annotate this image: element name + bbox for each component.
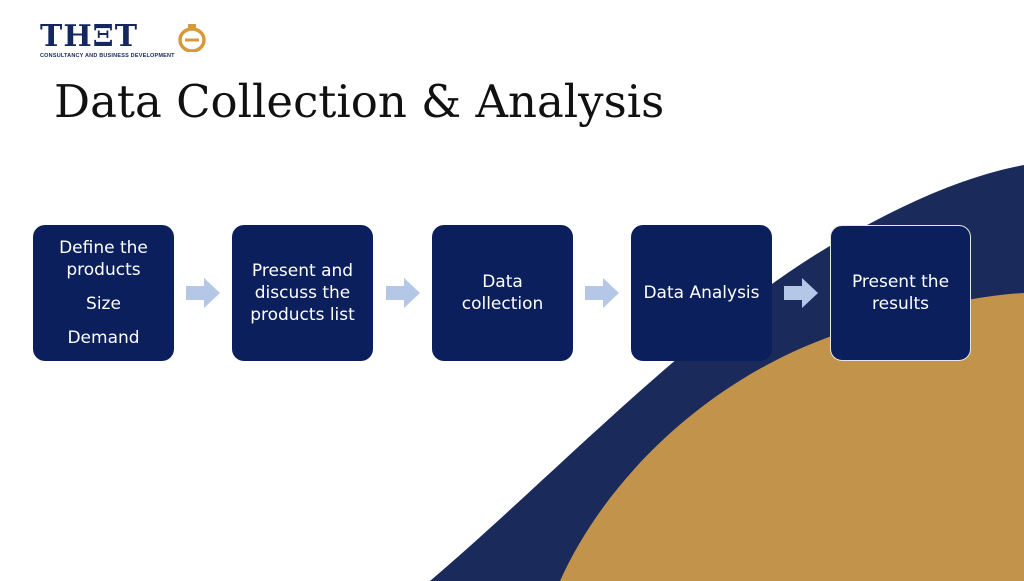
step-present-results: Present the results: [830, 225, 971, 361]
step-5-line-1: Present the results: [851, 272, 950, 314]
step-data-analysis: Data Analysis: [631, 225, 772, 361]
arrow-right-icon: [784, 278, 818, 308]
step-data-collection: Data collection: [432, 225, 573, 361]
arrow-right-icon: [386, 278, 420, 308]
arrow-right-icon: [186, 278, 220, 308]
company-logo: THΞT CONSULTANCY AND BUSINESS DEVELOPMEN…: [40, 20, 220, 65]
step-present-discuss: Present and discuss the products list: [232, 225, 373, 361]
step-2-line-1: Present and discuss the products list: [250, 261, 355, 325]
page-title: Data Collection & Analysis: [54, 75, 665, 128]
step-1-line-1: Define the products: [59, 238, 148, 280]
logo-theta-mark-icon: [178, 24, 206, 52]
arrow-right-icon: [585, 278, 619, 308]
step-3-line-1: Data collection: [461, 272, 544, 314]
step-1-line-3: Demand: [67, 328, 140, 348]
step-4-line-1: Data Analysis: [643, 283, 760, 303]
logo-tagline: CONSULTANCY AND BUSINESS DEVELOPMENT: [40, 53, 175, 59]
step-define-products: Define the products Size Demand: [33, 225, 174, 361]
step-1-line-2: Size: [86, 294, 121, 314]
gold-wave-shape: [560, 293, 1024, 581]
logo-wordmark: THΞT: [40, 19, 139, 54]
